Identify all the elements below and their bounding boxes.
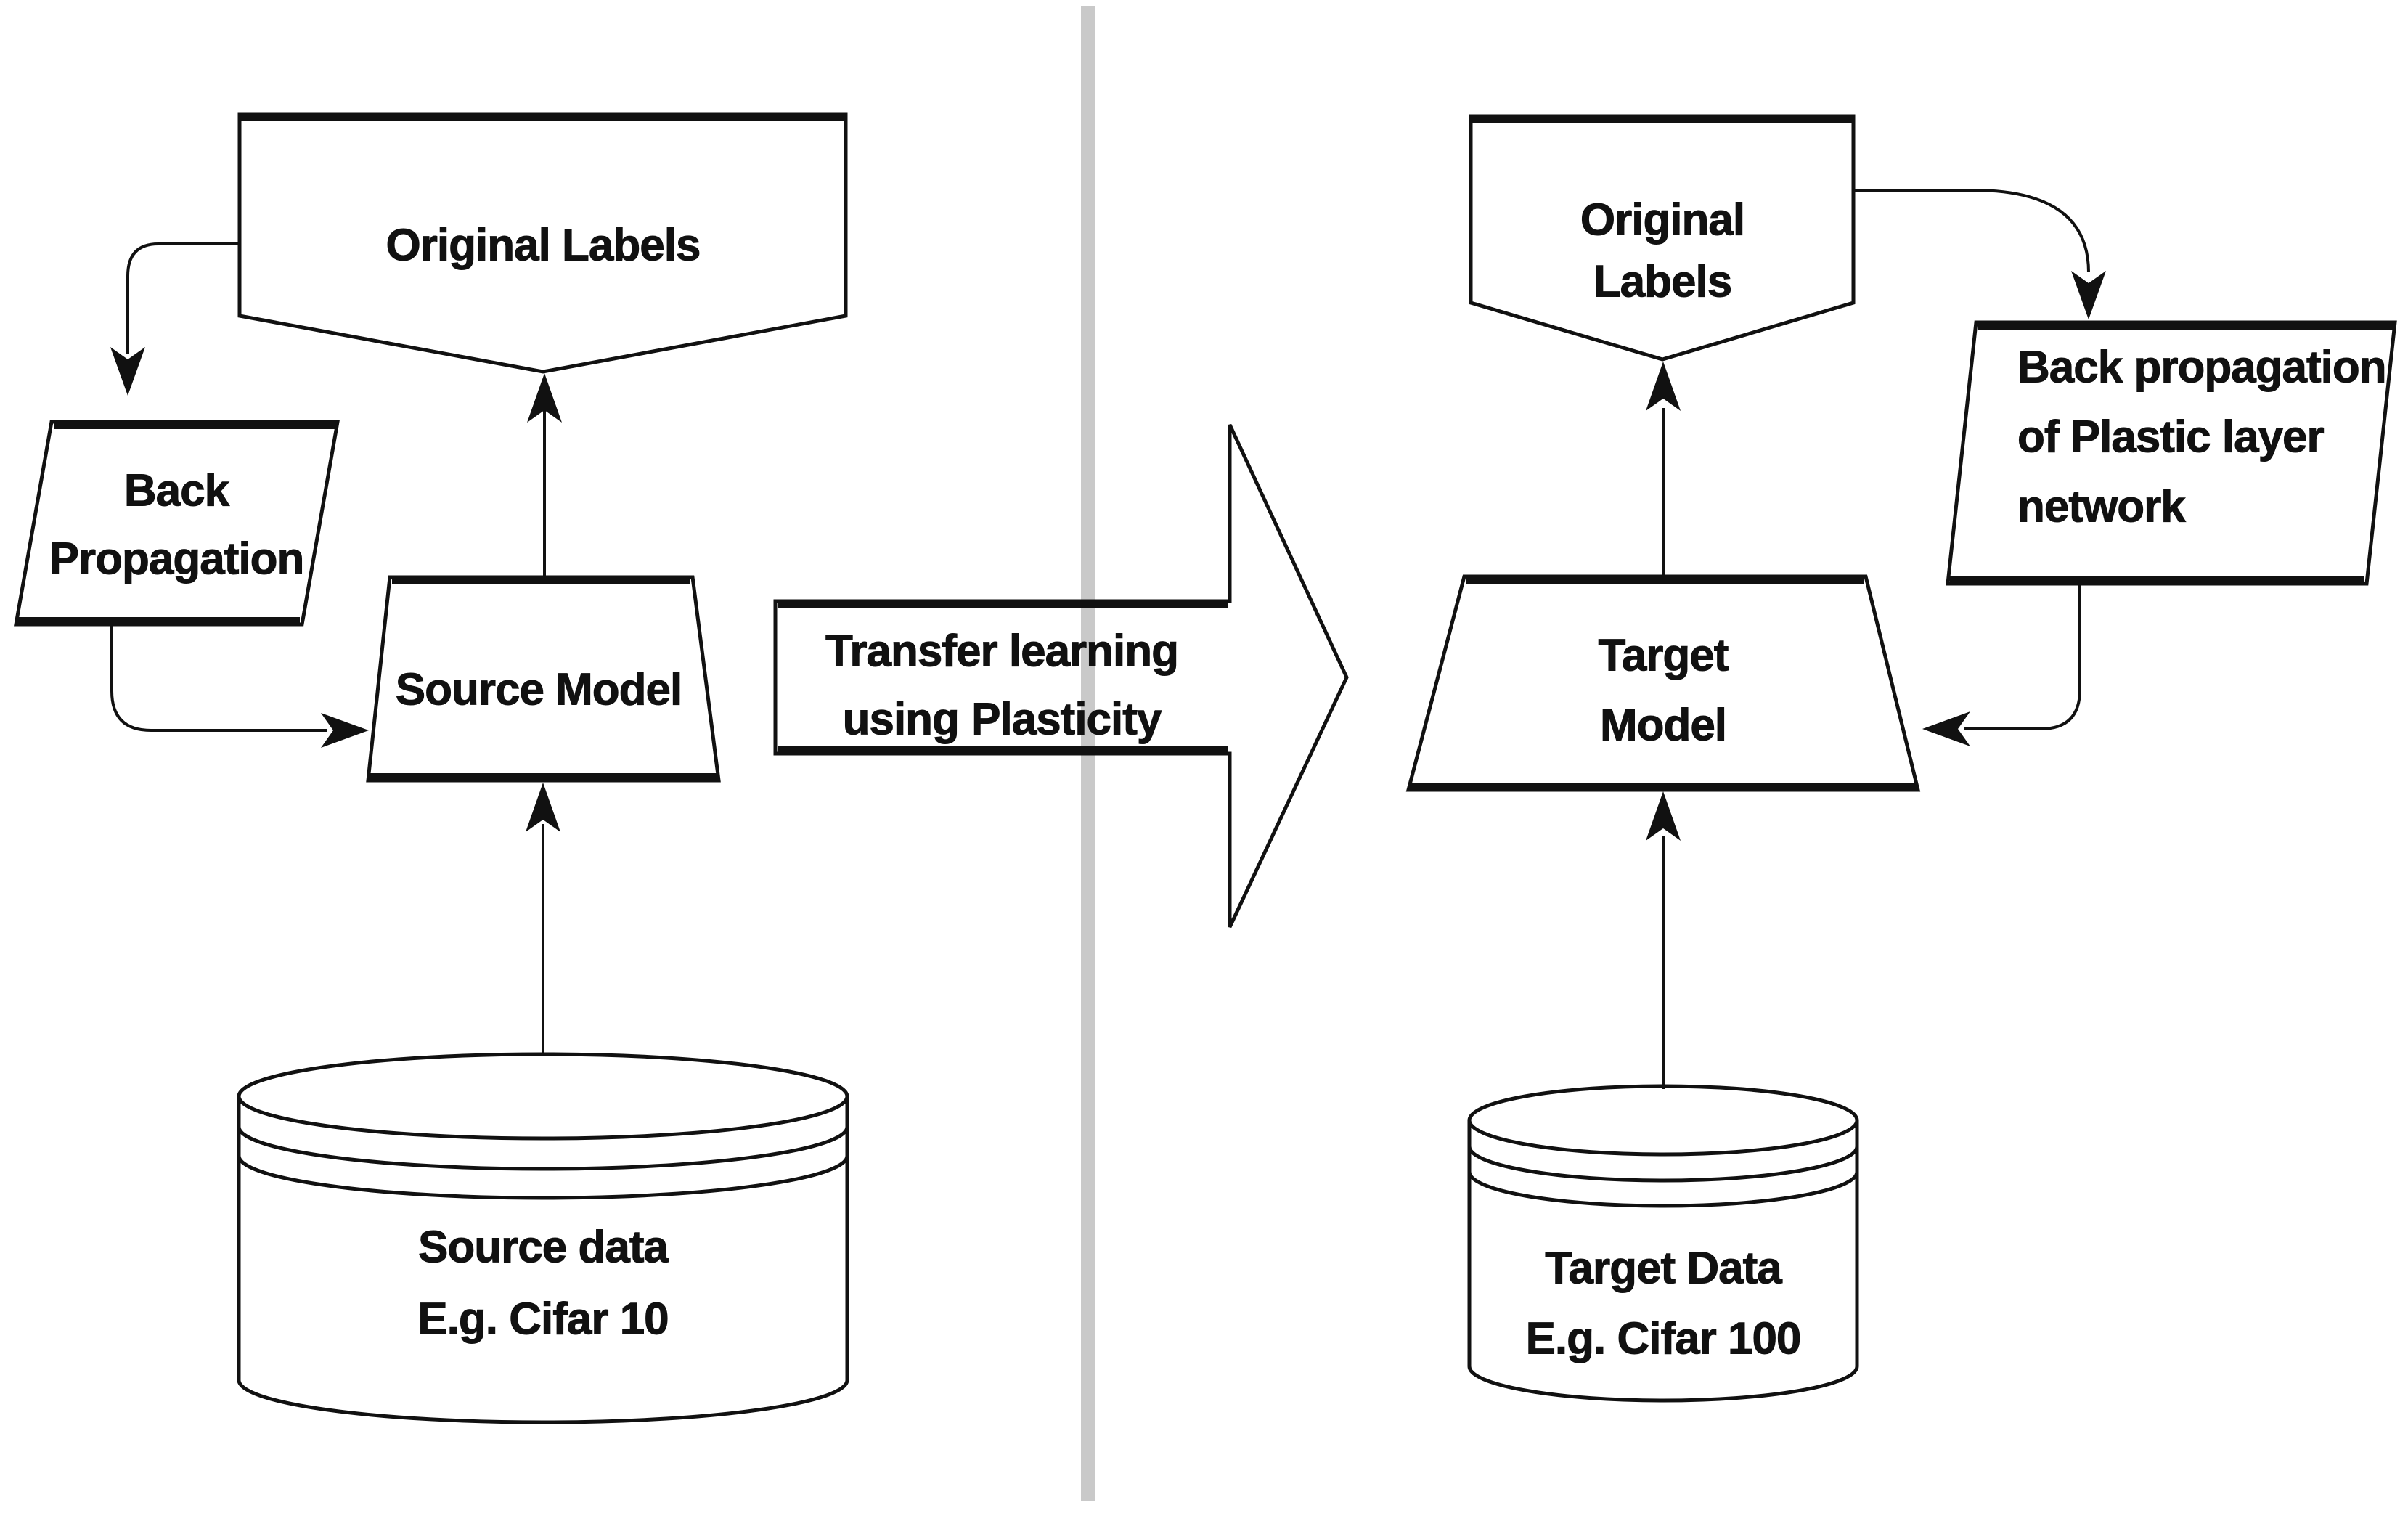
arrow-data-to-model-right	[1646, 791, 1681, 1089]
source-data-cylinder: Source data E.g. Cifar 10	[237, 1052, 849, 1424]
original-labels-banner-left: Original Labels	[237, 112, 848, 374]
target-model-label-line2: Model	[1600, 701, 1726, 751]
cylinder-top-ellipse	[237, 1052, 849, 1141]
target-model-trapezoid: Target Model	[1405, 574, 1921, 792]
target-data-cylinder: Target Data E.g. Cifar 100	[1467, 1084, 1859, 1403]
arrowhead-up-icon	[527, 373, 562, 423]
target-data-label-line1: Target Data	[1545, 1244, 1782, 1294]
transfer-learning-arrow: Transfer learning using Plasticity	[773, 423, 1349, 929]
right-panel: Original Labels Back propagation of Plas…	[1405, 114, 2397, 1403]
target-data-label-line2: E.g. Cifar 100	[1526, 1314, 1801, 1364]
cylinder-bottom-arc	[237, 1379, 849, 1424]
diagram-shapes: Original Labels Back Propagation	[14, 112, 2397, 1424]
plastic-backprop-label-line2: of Plastic layer	[2017, 412, 2325, 462]
source-model-trapezoid: Source Model	[366, 575, 721, 783]
banner-label: Original Labels	[386, 221, 701, 271]
connector-line	[1964, 585, 2081, 730]
arrowhead-down-icon	[110, 347, 145, 396]
back-propagation-parallelogram-left: Back Propagation	[14, 420, 340, 627]
trapezoid-shape	[1405, 574, 1921, 792]
cylinder-rim-arc	[1467, 1146, 1859, 1183]
connector-labels-to-backprop-right	[1853, 189, 2106, 319]
source-data-label-line2: E.g. Cifar 10	[417, 1294, 668, 1345]
connector-line	[110, 626, 327, 732]
cylinder-top-ellipse	[1467, 1084, 1859, 1157]
source-model-label: Source Model	[396, 665, 682, 715]
arrowhead-down-icon	[2071, 271, 2106, 319]
cylinder-rim-arc	[1467, 1171, 1859, 1208]
transfer-label-line2: using Plasticity	[843, 695, 1162, 745]
cylinder-rim-arc	[237, 1126, 849, 1171]
banner-label-line1: Original	[1580, 195, 1744, 245]
plastic-backprop-label-line1: Back propagation	[2017, 343, 2386, 393]
cylinder-rim-arc	[237, 1155, 849, 1200]
source-data-label-line1: Source data	[418, 1223, 669, 1273]
left-panel: Original Labels Back Propagation	[14, 112, 849, 1424]
arrow-data-to-model-left	[526, 783, 560, 1056]
arrowhead-left-icon	[1922, 711, 1970, 746]
backprop-label-line2: Propagation	[49, 534, 304, 584]
connector-line	[1853, 189, 2090, 273]
banner-label-line2: Labels	[1593, 257, 1731, 307]
arrowhead-up-icon	[1646, 362, 1681, 411]
arrow-model-to-labels-right	[1646, 362, 1681, 576]
arrowhead-up-icon	[526, 783, 560, 832]
connector-backprop-to-model-left	[110, 626, 369, 748]
target-model-label-line1: Target	[1599, 631, 1729, 681]
transfer-label-line1: Transfer learning	[825, 627, 1178, 677]
connector-backprop-to-model-right	[1922, 585, 2081, 746]
arrowhead-right-icon	[321, 713, 369, 748]
arrowhead-up-icon	[1646, 791, 1681, 841]
connector-line	[126, 242, 240, 354]
connector-labels-to-backprop-left	[110, 242, 240, 396]
arrow-model-to-labels-left	[527, 373, 562, 577]
cylinder-bottom-arc	[1467, 1366, 1859, 1403]
backprop-label-line1: Back	[124, 466, 230, 516]
original-labels-banner-right: Original Labels	[1469, 114, 1856, 362]
back-propagation-parallelogram-right: Back propagation of Plastic layer networ…	[1946, 320, 2397, 586]
parallelogram-shape	[14, 420, 340, 627]
plastic-backprop-label-line3: network	[2017, 482, 2186, 532]
